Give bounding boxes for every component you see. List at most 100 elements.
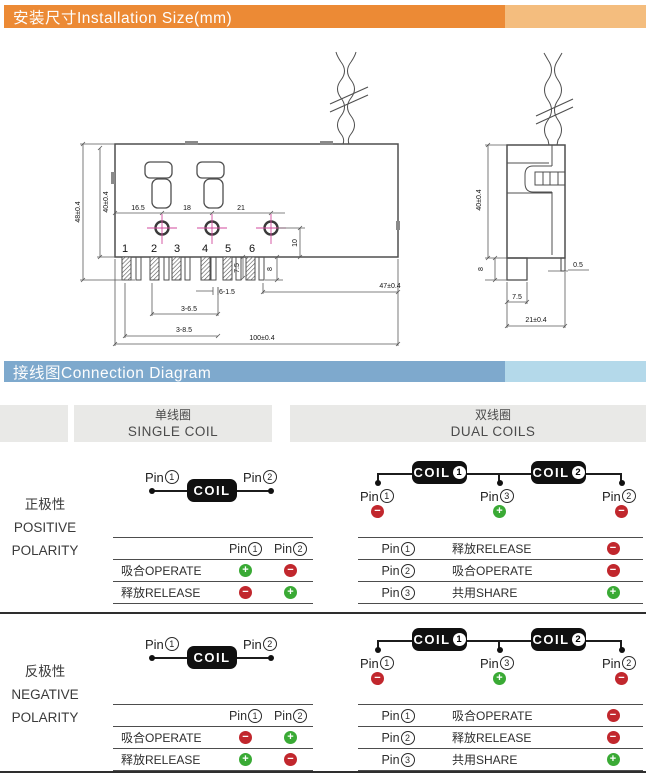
sign-badge: − [239,731,252,744]
dual-node-1 [375,647,381,653]
front-mounting-holes [147,214,286,244]
svg-text:6-1.5: 6-1.5 [219,289,235,296]
installation-size-banner-title: 安装尺寸Installation Size(mm) [4,5,505,28]
dual-coil-bus [378,640,622,642]
svg-text:40±0.4: 40±0.4 [103,191,110,212]
sign-badge: − [606,564,620,577]
table-row: 吸合OPERATE + − [113,560,313,582]
polarity-label-en1: NEGATIVE [11,687,79,702]
release-label: 释放RELEASE [121,753,201,767]
single-coil-badge: COIL [187,479,237,502]
sign-badge: + [284,586,297,599]
front-wire [329,51,369,145]
polarity-label-en2: POLARITY [11,543,79,558]
front-top-tab-1 [185,141,198,145]
dual-coils-header-cn: 双线圈 [474,408,511,422]
installation-size-banner: 安装尺寸Installation Size(mm) [4,5,646,28]
front-left-tab [111,172,115,184]
table-row: 吸合OPERATE − + [113,727,313,749]
svg-text:100±0.4: 100±0.4 [249,335,274,342]
front-dimension-labels: 16.5 18 21 48±0.4 40±0.4 10 8 7.5 6-1.5 … [75,191,401,342]
bottom-border [0,771,646,773]
dual-drop-3 [620,473,622,483]
side-foot [506,257,528,281]
svg-text:8: 8 [267,267,274,271]
polarity-label-cn: 反极性 [24,664,66,679]
sign-badge: + [239,564,252,577]
sign-badge: − [239,586,252,599]
svg-text:18: 18 [183,205,191,212]
release-label: 释放RELEASE [121,586,201,600]
connection-diagram-banner-title: 接线图Connection Diagram [4,361,505,382]
header-dual-coils: 双线圈 DUAL COILS [290,405,646,442]
front-dimensions [80,141,401,347]
dual-pin2-sign: − [615,505,628,518]
svg-text:5: 5 [225,243,231,255]
front-pin-numbers: 1 2 3 4 5 6 [122,243,255,255]
dual-pin1-sign: − [371,672,384,685]
dual-drop-2 [498,473,500,483]
svg-text:6: 6 [249,243,255,255]
connection-diagram-title-text: 接线图Connection Diagram [13,364,212,382]
svg-text:7.5: 7.5 [234,263,241,273]
dual-drop-1 [377,473,379,483]
single-coil-node-left [149,488,155,494]
side-dimension-labels: 40±0.4 8 0.5 7.5 21±0.4 [476,189,583,324]
dual-drop-1 [377,640,379,650]
polarity-label-en2: POLARITY [11,710,79,725]
header-label-spacer [0,405,68,442]
table-row: 释放RELEASE − + [113,582,313,604]
svg-text:40±0.4: 40±0.4 [476,189,483,210]
single-coil-node-right [268,655,274,661]
side-wire [535,52,574,146]
sign-badge: − [284,753,297,766]
sign-badge: + [606,753,620,766]
dual-coil-bus [378,473,622,475]
svg-text:16.5: 16.5 [131,205,145,212]
svg-text:4: 4 [202,243,208,255]
dual-node-1 [375,480,381,486]
svg-text:2: 2 [151,243,157,255]
dual-node-2 [497,480,503,486]
svg-text:0.5: 0.5 [573,262,583,269]
table-row: 释放RELEASE + − [113,749,313,771]
side-internal-lines [507,145,566,255]
header-single-coil: 单线圈 SINGLE COIL [74,405,272,442]
svg-text:7.5: 7.5 [512,294,522,301]
svg-text:3: 3 [174,243,180,255]
single-coil-node-left [149,655,155,661]
sign-badge: + [239,753,252,766]
front-view: 1 2 3 4 5 6 [75,51,401,347]
dual-node-2 [497,647,503,653]
sign-badge: + [606,586,620,599]
svg-text:8: 8 [478,267,485,271]
sign-badge: − [606,542,620,555]
dual-node-3 [619,647,625,653]
hole-crosshairs [147,214,286,244]
svg-text:1: 1 [122,243,128,255]
side-dimensions [485,142,589,329]
